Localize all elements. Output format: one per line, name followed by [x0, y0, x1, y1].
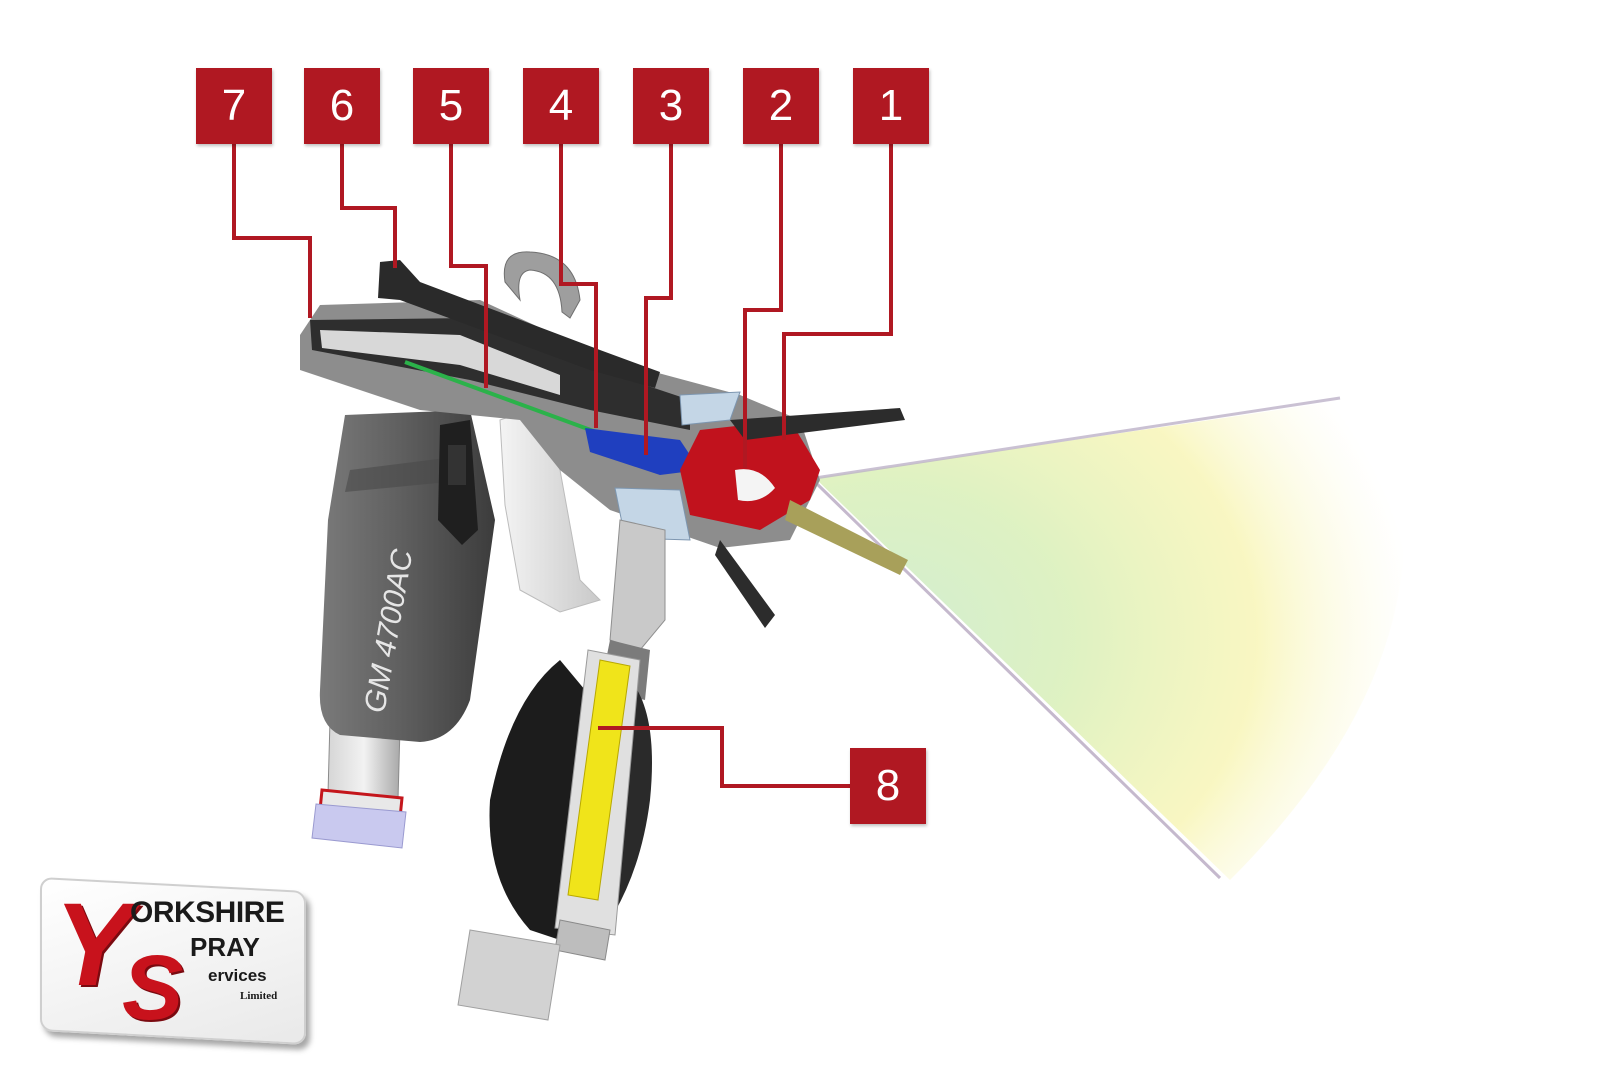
leader-line-3 — [644, 144, 673, 455]
logo-letter-y: Y — [54, 879, 133, 1011]
callout-6: 6 — [304, 68, 380, 144]
logo-word-ervices: ervices — [208, 966, 267, 985]
logo-word-orkshire: ORKSHIRE — [130, 896, 285, 929]
callout-3: 3 — [633, 68, 709, 144]
leader-line-8 — [598, 726, 850, 788]
leader-line-4 — [559, 144, 598, 428]
callout-4: 4 — [523, 68, 599, 144]
leader-line-6 — [340, 144, 397, 268]
callout-7: 7 — [196, 68, 272, 144]
callout-2: 2 — [743, 68, 819, 144]
leader-line-5 — [449, 144, 488, 388]
leader-line-2 — [743, 144, 783, 468]
logo-word-limited: Limited — [240, 990, 278, 1002]
trigger-lock[interactable] — [438, 420, 478, 545]
fluid-filter-assembly — [457, 519, 666, 1021]
leader-lines — [232, 144, 893, 788]
leader-line-1 — [782, 144, 893, 440]
callout-1: 1 — [853, 68, 929, 144]
logo-letter-s: S — [122, 937, 184, 1039]
callout-8: 8 — [850, 748, 926, 824]
logo-word-pray: PRAY — [190, 932, 260, 962]
callout-5: 5 — [413, 68, 489, 144]
leader-line-7 — [232, 144, 312, 318]
company-logo: Y ORKSHIRE S PRAY ervices Limited — [40, 877, 308, 1045]
